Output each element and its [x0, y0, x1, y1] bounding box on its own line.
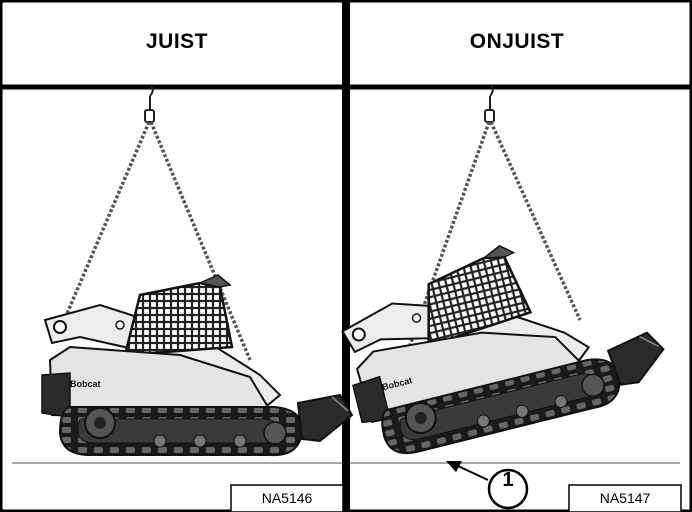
lifting-ring	[485, 110, 494, 122]
callout-number: 1	[488, 469, 528, 492]
column-divider	[342, 0, 350, 512]
brand-decal: Bobcat	[70, 379, 101, 389]
chain-left	[60, 122, 149, 330]
track-loader-level: Bobcat	[42, 275, 352, 455]
heading-correct: JUIST	[12, 30, 342, 54]
figure-code-right: NA5147	[569, 490, 681, 506]
hook-icon	[150, 86, 153, 110]
hook-icon	[490, 86, 493, 110]
panel-incorrect: Bobcat	[329, 86, 681, 512]
panel-correct: Bobcat	[12, 86, 352, 512]
lifting-ring	[145, 110, 154, 122]
callout-leader	[458, 466, 488, 480]
figure-code-left: NA5146	[231, 490, 343, 506]
heading-incorrect: ONJUIST	[352, 30, 682, 54]
track-loader-tilted: Bobcat	[329, 213, 673, 463]
